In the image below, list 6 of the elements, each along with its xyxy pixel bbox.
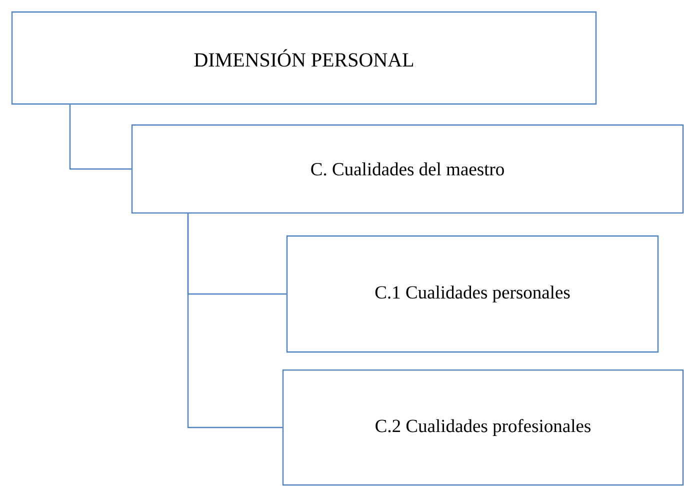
text-box: DIMENSIÓN PERSONAL: [11, 11, 597, 105]
connector-line: [187, 214, 282, 428]
connector-line: [69, 104, 132, 170]
text-box: C.2 Cualidades profesionales: [282, 369, 684, 486]
text-box: C. Cualidades del maestro: [131, 124, 684, 214]
text-box: C.1 Cualidades personales: [286, 235, 659, 353]
